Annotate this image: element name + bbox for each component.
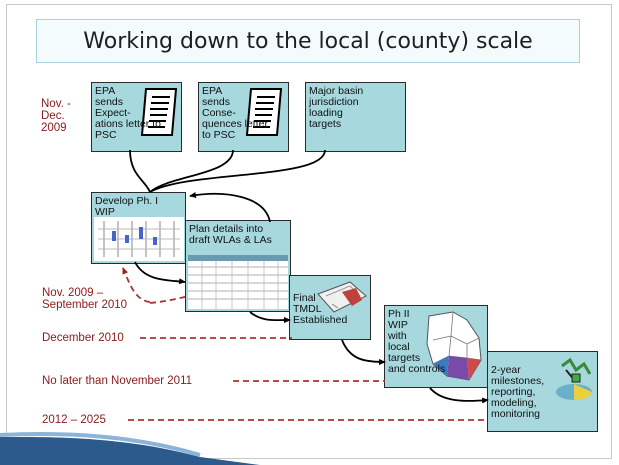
date-december-2010: December 2010 xyxy=(42,332,124,344)
box-2year-milestones: 2-year milestones, reporting, modeling, … xyxy=(487,351,598,432)
box-final-tmdl: Final TMDL Established xyxy=(289,275,371,340)
connector-3 xyxy=(149,149,326,193)
box-expectations-letter: EPA sends Expect- ations letter to PSC xyxy=(91,82,182,152)
date-november-2011: No later than November 2011 xyxy=(42,375,193,387)
box-plan-details: Plan details into draft WLAs & LAs xyxy=(185,220,291,312)
connector-8 xyxy=(429,387,489,404)
slide-frame xyxy=(6,4,612,459)
date-nov-2009-sep-2010: Nov. 2009 – September 2010 xyxy=(42,287,128,311)
date-nov-dec-2009: Nov. - Dec. 2009 xyxy=(41,98,71,134)
document-icon xyxy=(188,255,288,309)
connector-4 xyxy=(189,192,271,223)
connector-2 xyxy=(149,149,234,193)
box-develop-ph1-wip: Develop Ph. I WIP xyxy=(91,192,186,264)
date-2012-2025: 2012 – 2025 xyxy=(42,414,106,426)
connector-5 xyxy=(134,261,186,285)
title-box: Working down to the local (county) scale xyxy=(36,19,580,63)
map-icon xyxy=(317,281,367,313)
document-icon xyxy=(245,88,283,136)
map-icon xyxy=(426,311,482,381)
connector-6 xyxy=(249,311,291,324)
document-icon xyxy=(140,88,178,136)
box-consequences-letter: EPA sends Conse- quences letter to PSC xyxy=(198,82,289,152)
chart-icon xyxy=(556,357,592,400)
box-ph2-wip: Ph II WIP with local targets and control… xyxy=(384,305,488,388)
accent-stripe xyxy=(0,431,260,465)
connector-1 xyxy=(129,149,151,193)
dashed-line-d2-a xyxy=(122,267,151,303)
slide-title: Working down to the local (county) scale xyxy=(83,28,533,54)
box-basin-targets: Major basin jurisdiction loading targets xyxy=(305,82,406,152)
chart-icon xyxy=(94,217,184,261)
connector-7 xyxy=(341,339,386,365)
